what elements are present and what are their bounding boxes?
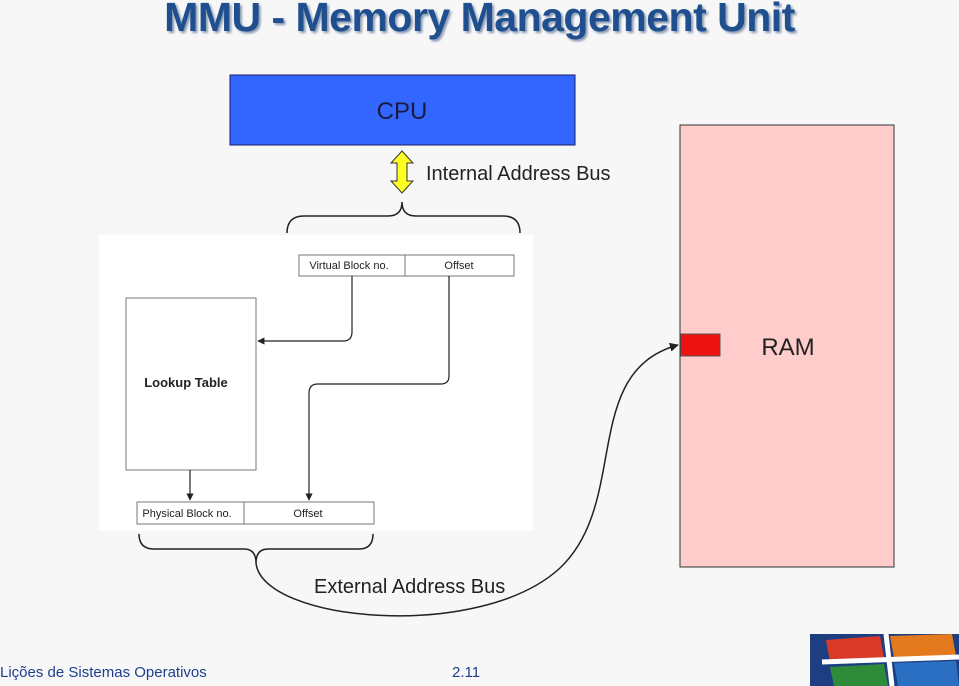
- internal-bus-label: Internal Address Bus: [426, 163, 611, 185]
- physical-block-label: Physical Block no.: [142, 508, 231, 520]
- virtual-offset-label: Offset: [444, 260, 473, 272]
- ram-slot: [680, 333, 721, 357]
- physical-offset-label: Offset: [293, 508, 322, 520]
- cpu-label: CPU: [377, 98, 428, 125]
- virtual-block-to-lookup-connector: [257, 276, 353, 345]
- cpu-box: [229, 74, 576, 146]
- slide-title: MMU - Memory Management Unit: [164, 0, 795, 40]
- external-bus-label: External Address Bus: [314, 576, 505, 598]
- virtual-offset-box: [404, 254, 515, 277]
- offset-pass-through-connector: [305, 276, 450, 501]
- lookup-table-box: [125, 297, 257, 471]
- footer-page-number: 2.11: [452, 664, 481, 681]
- ram-label: RAM: [761, 334, 814, 361]
- external-bus-curve: [255, 342, 679, 617]
- footer-course: Lições de Sistemas Operativos: [0, 664, 207, 681]
- lookup-table-label: Lookup Table: [144, 375, 228, 390]
- university-logo: [810, 633, 959, 686]
- virtual-block-label: Virtual Block no.: [309, 260, 388, 272]
- physical-offset-box: [243, 501, 375, 525]
- internal-bus-brace: [286, 201, 521, 234]
- internal-bus-arrow: [389, 150, 415, 194]
- external-bus-brace: [138, 533, 374, 564]
